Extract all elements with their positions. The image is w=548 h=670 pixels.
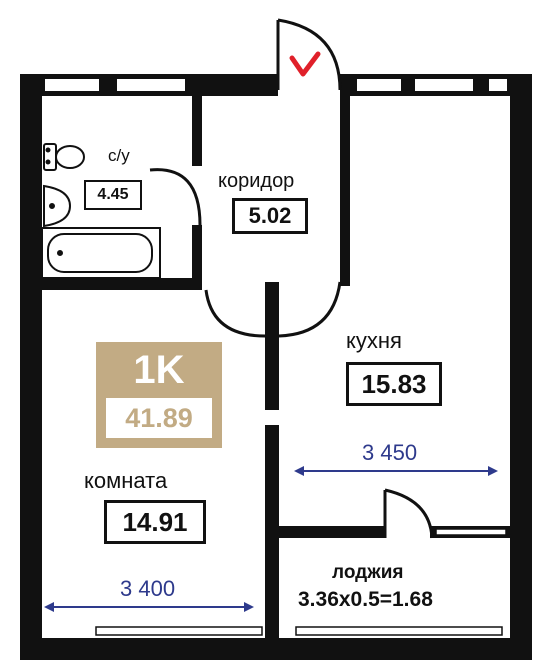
sink-icon: [43, 184, 72, 228]
bathroom-door: [149, 168, 202, 226]
apartment-type: 1K: [133, 348, 185, 392]
loggia-label: лоджия: [332, 562, 404, 583]
loggia-window: [435, 528, 507, 536]
top-windows: [43, 77, 509, 93]
bottom-windows: [95, 626, 503, 636]
entrance-door: [276, 18, 342, 91]
kitchen-label: кухня: [346, 328, 402, 353]
room-area: 14.91: [104, 500, 206, 544]
loggia-formula: 3.36x0.5=1.68: [298, 588, 433, 611]
bathroom-label: с/у: [108, 146, 130, 165]
bathroom-area: 4.45: [84, 180, 142, 210]
room-label: комната: [84, 468, 168, 493]
toilet-icon: [43, 143, 85, 171]
apartment-badge: 1K 41.89: [96, 342, 222, 448]
room-door: [204, 289, 266, 338]
kitchen-width-label: 3 450: [362, 440, 418, 465]
kitchen-door: [278, 281, 342, 338]
corridor-label: коридор: [218, 170, 295, 192]
kitchen-area: 15.83: [346, 362, 442, 406]
loggia-door: [383, 488, 434, 539]
room-width-label: 3 400: [120, 576, 176, 601]
apartment-total-area: 41.89: [106, 398, 212, 438]
bathtub-icon: [41, 227, 161, 279]
entrance-arrow-icon: [289, 51, 321, 77]
corridor-area: 5.02: [232, 198, 308, 234]
walls: [20, 74, 532, 660]
